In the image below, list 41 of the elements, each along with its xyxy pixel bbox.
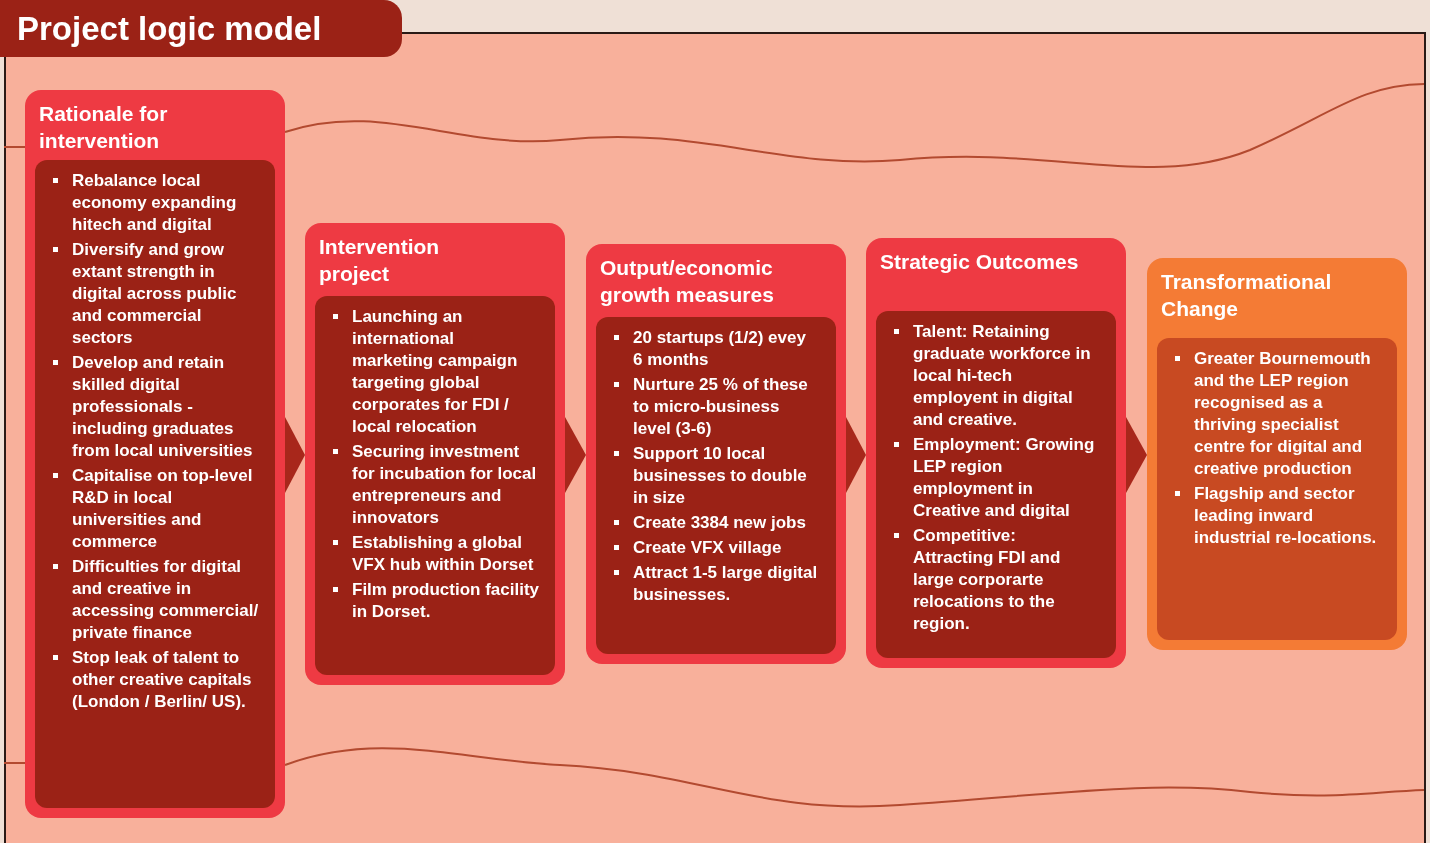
bullet-item: Nurture 25 % of these to micro-business level (3-6) bbox=[596, 374, 820, 440]
bullet-item: Talent: Retaining graduate workforce in local hi-tech employent in digital and creative. bbox=[876, 321, 1100, 431]
chevron-arrow bbox=[285, 417, 305, 493]
bullet-panel bbox=[35, 160, 275, 808]
bullet-item: Support 10 local businesses to double in size bbox=[596, 443, 820, 509]
stage-card bbox=[1147, 258, 1407, 650]
bullet-item: Stop leak of talent to other creative capitals (London / Berlin/ US). bbox=[35, 647, 259, 713]
bullet-item: Film production facility in Dorset. bbox=[315, 579, 539, 623]
diagram-title: Project logic model bbox=[17, 8, 322, 49]
chevron-arrow bbox=[846, 417, 866, 493]
stage-card bbox=[586, 244, 846, 664]
bullet-item: Rebalance local economy expanding hitech and digital bbox=[35, 170, 259, 236]
stage-heading: Rationale for intervention bbox=[39, 101, 169, 154]
stage-heading: Intervention project bbox=[319, 234, 441, 287]
bullet-item: Develop and retain skilled digital professionals -including graduates from local universities bbox=[35, 352, 259, 462]
bullet-panel bbox=[315, 296, 555, 675]
bullet-item: Capitalise on top-level R&D in local universities and commerce bbox=[35, 465, 259, 553]
bullet-item: Diversify and grow extant strength in digital across public and commercial sectors bbox=[35, 239, 259, 349]
chevron-arrow bbox=[1126, 417, 1147, 493]
stage-card bbox=[25, 90, 285, 818]
bullet-panel bbox=[876, 311, 1116, 658]
bullet-item: Attract 1-5 large digital businesses. bbox=[596, 562, 820, 606]
bullet-panel bbox=[596, 317, 836, 654]
bullet-item: Employment: Growing LEP region employment in Creative and digital bbox=[876, 434, 1100, 522]
stage-heading: Transformational Change bbox=[1161, 269, 1333, 322]
bullet-panel bbox=[1157, 338, 1397, 640]
stage-card bbox=[305, 223, 565, 685]
stage-heading: Output/economic growth measures bbox=[600, 255, 775, 308]
bullet-item: Difficulties for digital and creative in accessing commercial/ private finance bbox=[35, 556, 259, 644]
stage-heading: Strategic Outcomes bbox=[880, 249, 1080, 275]
stage-card bbox=[866, 238, 1126, 668]
bullet-item: 20 startups (1/2) evey 6 months bbox=[596, 327, 820, 371]
chevron-arrow bbox=[565, 417, 586, 493]
bullet-item: Flagship and sector leading inward industrial re-locations. bbox=[1157, 483, 1381, 549]
bullet-item: Securing investment for incubation for local entrepreneurs and innovators bbox=[315, 441, 539, 529]
bullet-item: Competitive: Attracting FDI and large corporarte relocations to the region. bbox=[876, 525, 1100, 635]
bullet-item: Establishing a global VFX hub within Dorset bbox=[315, 532, 539, 576]
bullet-item: Greater Bournemouth and the LEP region recognised as a thriving specialist centre for digital and creative production bbox=[1157, 348, 1381, 480]
bullet-item: Create 3384 new jobs bbox=[596, 512, 820, 534]
bullet-item: Create VFX village bbox=[596, 537, 820, 559]
bullet-item: Launching an international marketing campaign targeting global corporates for FDI / local relocation bbox=[315, 306, 539, 438]
